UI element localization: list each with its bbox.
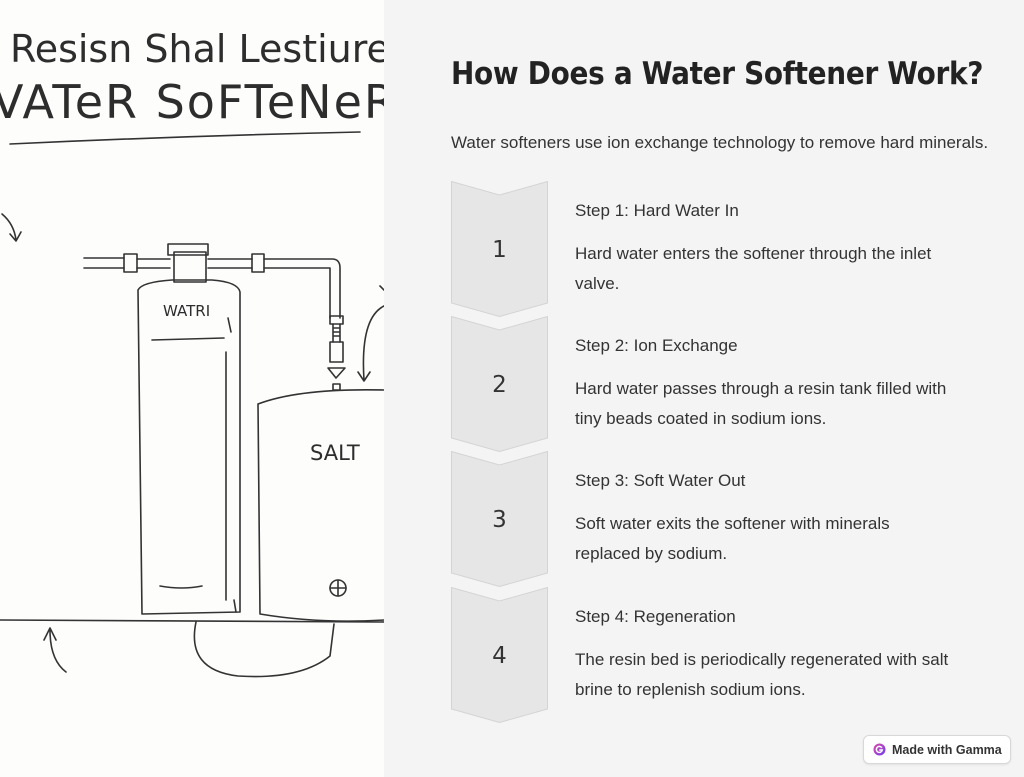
step-1-description: Hard water enters the softener through t… — [575, 244, 932, 293]
page-title: How Does a Water Softener Work? — [451, 56, 984, 92]
floor-line — [0, 619, 384, 623]
step-1: 1 Step 1: Hard Water In Hard water enter… — [451, 181, 971, 317]
outlet-connector — [251, 253, 265, 273]
brine-tank — [257, 388, 384, 622]
step-2: 2 Step 2: Ion Exchange Hard water passes… — [451, 316, 971, 452]
inlet-pipe — [83, 257, 125, 269]
drain-loop — [193, 621, 335, 678]
badge-label: Made with Gamma — [892, 742, 1002, 757]
step-3-number: 3 — [492, 507, 507, 533]
heading-underline — [9, 131, 361, 145]
intro-text: Water softeners use ion exchange technol… — [451, 133, 989, 152]
illustration-panel: Resisn Shal Lestiure VATeR SoFTeNeR WATR… — [0, 0, 384, 777]
arrow-right — [357, 305, 384, 382]
resin-tank — [137, 279, 241, 615]
salt-tank-label: SALT — [310, 441, 360, 465]
step-1-chevron — [451, 181, 548, 317]
content-panel: How Does a Water Softener Work? Water so… — [384, 0, 1024, 777]
step-3-chevron — [451, 451, 548, 587]
sketch-heading-line2: VATeR SoFTeNeR — [0, 75, 384, 129]
step-4-chevron — [451, 587, 548, 723]
step-4: 4 Step 4: Regeneration The resin bed is … — [451, 587, 971, 723]
step-2-description: Hard water passes through a resin tank f… — [575, 379, 947, 428]
water-softener-sketch: Resisn Shal Lestiure VATeR SoFTeNeR WATR… — [0, 27, 384, 678]
resin-tank-label: WATRI — [163, 302, 210, 320]
step-3: 3 Step 3: Soft Water Out Soft water exit… — [451, 451, 971, 587]
arrow-bottom-left — [43, 627, 67, 673]
step-1-number: 1 — [492, 237, 507, 263]
sketch-heading-line1: Resisn Shal Lestiure — [10, 27, 384, 71]
step-4-title: Step 4: Regeneration — [575, 607, 736, 626]
step-3-description: Soft water exits the softener with miner… — [575, 514, 890, 563]
step-4-number: 4 — [492, 643, 507, 669]
arrow-top-left — [1, 213, 22, 242]
made-with-gamma-badge[interactable]: Made with Gamma — [863, 735, 1011, 764]
step-4-description: The resin bed is periodically regenerate… — [575, 650, 949, 699]
control-valve — [173, 251, 207, 283]
step-2-number: 2 — [492, 372, 507, 398]
step-2-chevron — [451, 316, 548, 452]
outlet-pipe — [263, 258, 341, 319]
step-3-title: Step 3: Soft Water Out — [575, 471, 746, 490]
step-2-title: Step 2: Ion Exchange — [575, 336, 738, 355]
inlet-connector — [123, 253, 138, 273]
step-1-title: Step 1: Hard Water In — [575, 201, 739, 220]
gamma-logo-icon — [873, 743, 886, 756]
